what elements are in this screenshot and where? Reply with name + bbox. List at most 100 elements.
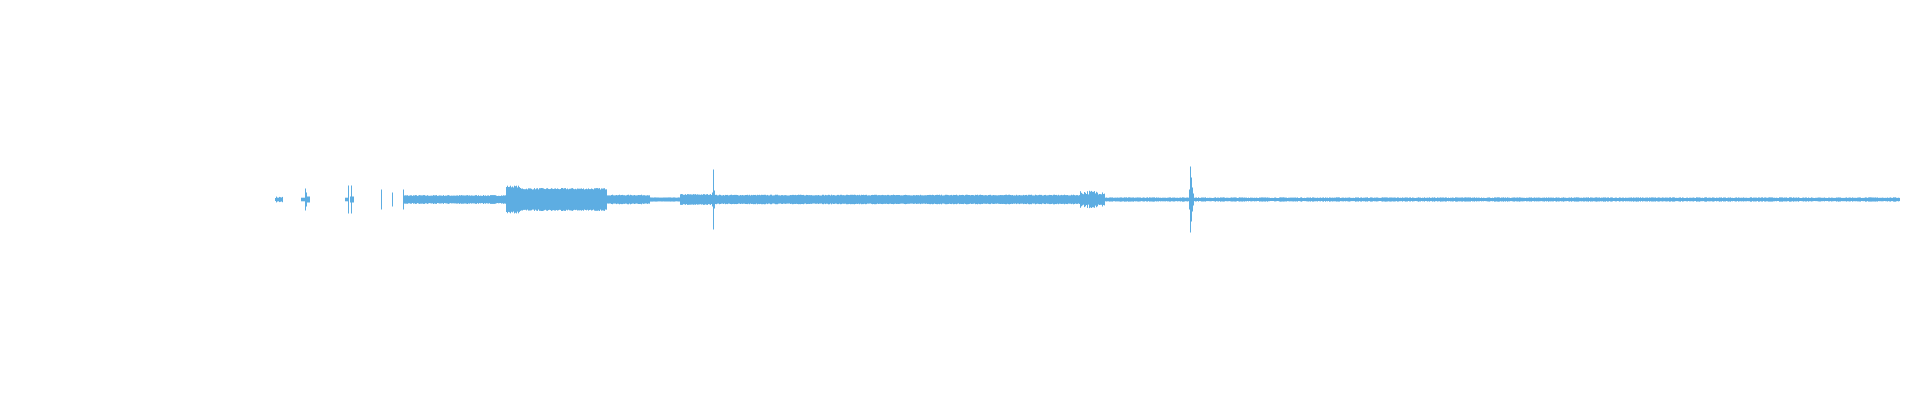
waveform-bar bbox=[636, 195, 637, 204]
waveform-bar bbox=[514, 185, 515, 214]
waveform-bar bbox=[1122, 197, 1123, 202]
waveform-bar bbox=[552, 188, 553, 211]
waveform-bar bbox=[1317, 197, 1318, 202]
waveform-bar bbox=[1581, 197, 1582, 202]
waveform-bar bbox=[1632, 197, 1633, 202]
waveform-bar bbox=[982, 195, 983, 204]
waveform-bar bbox=[1278, 198, 1279, 202]
waveform-bar bbox=[306, 192, 307, 207]
waveform-bar bbox=[1126, 197, 1127, 202]
waveform-bar bbox=[1624, 198, 1625, 201]
waveform-bar bbox=[1146, 197, 1147, 202]
waveform-bar bbox=[529, 188, 530, 211]
waveform-bar bbox=[599, 188, 600, 211]
waveform-bar bbox=[1348, 197, 1349, 202]
waveform-bar bbox=[1798, 197, 1799, 202]
waveform-bar bbox=[1266, 197, 1267, 202]
waveform-bar bbox=[1393, 197, 1394, 202]
waveform-bar bbox=[1791, 197, 1792, 202]
waveform-bar bbox=[1609, 198, 1610, 202]
waveform-bar bbox=[1854, 197, 1855, 202]
waveform-bar bbox=[1786, 197, 1787, 202]
waveform-bar bbox=[1433, 197, 1434, 202]
waveform-bar bbox=[1397, 197, 1398, 202]
waveform-bar bbox=[577, 188, 578, 211]
waveform-bar bbox=[1681, 198, 1682, 201]
waveform-bar bbox=[913, 195, 914, 204]
waveform-bar bbox=[476, 195, 477, 204]
waveform-bar bbox=[1512, 197, 1513, 202]
waveform-bar bbox=[1495, 197, 1496, 202]
waveform-bar bbox=[862, 195, 863, 205]
waveform-bar bbox=[766, 195, 767, 204]
waveform-bar bbox=[1686, 197, 1687, 202]
waveform-bar bbox=[1049, 194, 1050, 205]
waveform-bar bbox=[698, 194, 699, 205]
waveform-bar bbox=[1180, 197, 1181, 202]
waveform-bar bbox=[1606, 197, 1607, 202]
waveform-bar bbox=[1633, 197, 1634, 202]
waveform-bar bbox=[958, 195, 959, 204]
waveform-bar bbox=[1412, 197, 1413, 202]
waveform-bar bbox=[1441, 197, 1442, 202]
waveform-bar bbox=[1347, 197, 1348, 202]
waveform-bar bbox=[537, 188, 538, 211]
waveform-bar bbox=[622, 194, 623, 205]
waveform-bar bbox=[1398, 197, 1399, 202]
waveform-bar bbox=[1754, 197, 1755, 202]
waveform-bar bbox=[799, 194, 800, 205]
waveform-bar bbox=[746, 195, 747, 204]
waveform-bar bbox=[510, 185, 511, 214]
waveform-bar bbox=[1850, 197, 1851, 202]
waveform-bar bbox=[1587, 197, 1588, 202]
waveform-bar bbox=[1492, 197, 1493, 202]
waveform-bar bbox=[1493, 198, 1494, 202]
waveform-bar bbox=[834, 195, 835, 204]
waveform-bar bbox=[1407, 197, 1408, 202]
waveform-bar bbox=[521, 188, 522, 211]
waveform-bar bbox=[1459, 197, 1460, 202]
waveform-bar bbox=[1241, 197, 1242, 202]
waveform-bar bbox=[277, 197, 278, 202]
waveform-bar bbox=[1680, 197, 1681, 202]
waveform-bar bbox=[1848, 197, 1849, 202]
waveform-bar bbox=[1023, 194, 1024, 205]
waveform-bar bbox=[1313, 197, 1314, 202]
waveform-bar bbox=[430, 195, 431, 204]
waveform-bar bbox=[591, 188, 592, 211]
waveform-bar bbox=[753, 194, 754, 205]
waveform-bar bbox=[717, 195, 718, 204]
waveform-bar bbox=[1562, 197, 1563, 202]
waveform-bar bbox=[1515, 197, 1516, 202]
waveform-bar bbox=[1216, 197, 1217, 202]
waveform-bar bbox=[637, 195, 638, 204]
waveform-bar bbox=[508, 187, 509, 212]
waveform-bar bbox=[1114, 197, 1115, 202]
waveform-bar bbox=[892, 195, 893, 204]
waveform-bar bbox=[1722, 198, 1723, 201]
waveform-bar bbox=[665, 197, 666, 202]
waveform-bar bbox=[1852, 197, 1853, 202]
waveform-bar bbox=[686, 194, 687, 205]
waveform-bar bbox=[488, 195, 489, 204]
waveform-bar bbox=[1829, 197, 1830, 202]
waveform-bar bbox=[916, 195, 917, 204]
waveform-bar bbox=[1898, 197, 1899, 202]
waveform-bar bbox=[1058, 194, 1059, 205]
waveform-bar bbox=[1324, 198, 1325, 201]
waveform-bar bbox=[279, 196, 280, 203]
waveform-bar bbox=[1012, 195, 1013, 204]
waveform-bar bbox=[951, 194, 952, 205]
waveform-bar bbox=[1020, 195, 1021, 204]
waveform-bar bbox=[632, 195, 633, 204]
waveform-bar bbox=[1805, 197, 1806, 202]
waveform-bar bbox=[1457, 197, 1458, 202]
waveform-bar bbox=[1248, 197, 1249, 202]
waveform-bar bbox=[767, 194, 768, 205]
waveform-bar bbox=[864, 195, 865, 204]
waveform-bar bbox=[1140, 197, 1141, 202]
waveform-bar bbox=[1210, 197, 1211, 202]
waveform-bar bbox=[966, 194, 967, 205]
waveform-bar bbox=[1785, 197, 1786, 202]
